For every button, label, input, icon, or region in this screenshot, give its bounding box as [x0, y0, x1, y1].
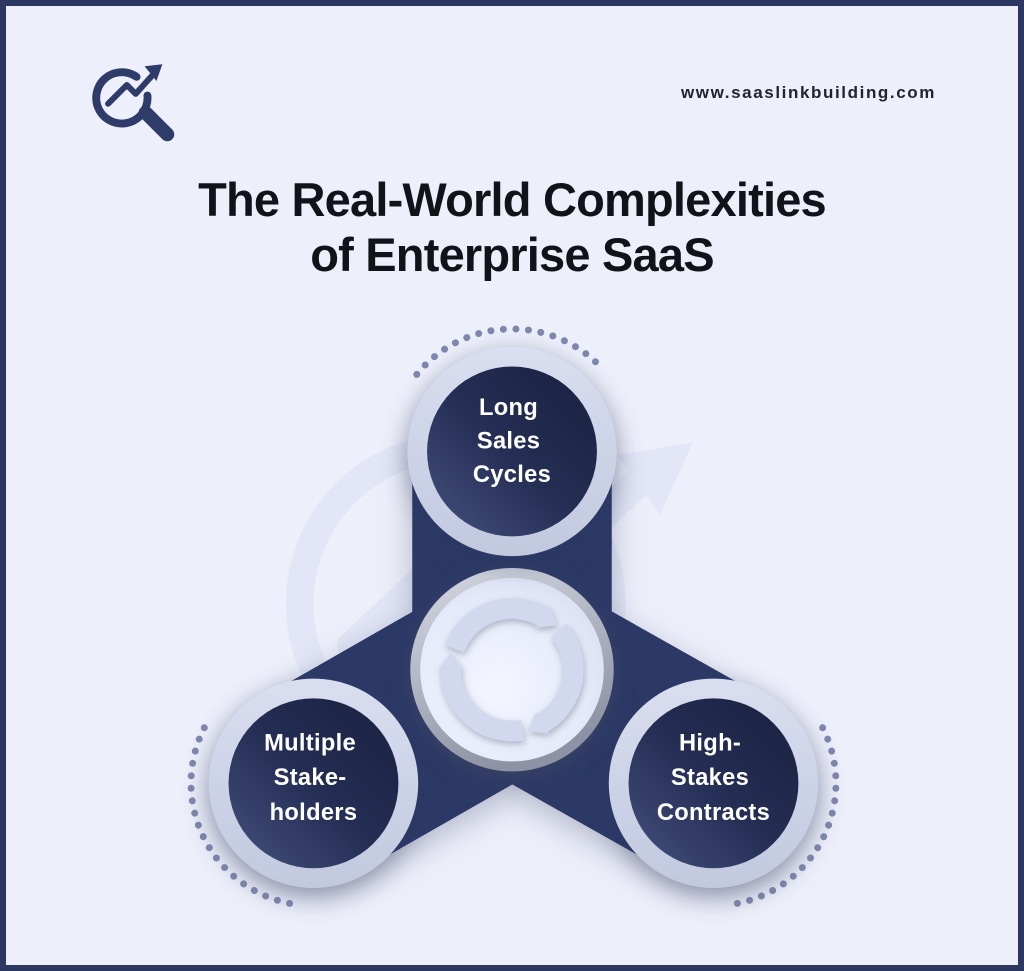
spinner-diagram: Long Sales Cycles Multiple Stake- holder…	[92, 64, 840, 909]
node-inner-circle	[628, 698, 799, 869]
page-title-line2: of Enterprise SaaS	[310, 228, 714, 281]
node-high-stakes-contracts: High- Stakes Contracts	[608, 678, 819, 888]
node-inner-circle	[427, 366, 597, 537]
cycle-arrows-icon	[437, 598, 584, 742]
node-label: High- Stakes Contracts	[657, 731, 770, 826]
node-multiple-stakeholders: Multiple Stake- holders	[208, 678, 419, 888]
page-title-line1: The Real-World Complexities	[198, 173, 827, 226]
node-long-sales-cycles: Long Sales Cycles	[407, 346, 617, 557]
logo-arrowhead	[144, 64, 163, 82]
node-label: Long Sales Cycles	[473, 395, 551, 488]
hub	[410, 567, 614, 772]
dotted-arcs	[187, 325, 840, 909]
logo-icon	[92, 64, 175, 142]
node-inner-circle	[228, 698, 399, 869]
dotted-arc-bottom-left	[187, 724, 300, 909]
logo-handle	[138, 105, 175, 142]
logo-trend-line	[105, 72, 156, 107]
node-label: Multiple Stake- holders	[264, 731, 363, 826]
website-url: www.saaslinkbuilding.com	[680, 83, 936, 102]
dotted-arc-bottom-right	[727, 724, 840, 909]
page-title: The Real-World Complexities of Enterpris…	[6, 172, 1018, 282]
